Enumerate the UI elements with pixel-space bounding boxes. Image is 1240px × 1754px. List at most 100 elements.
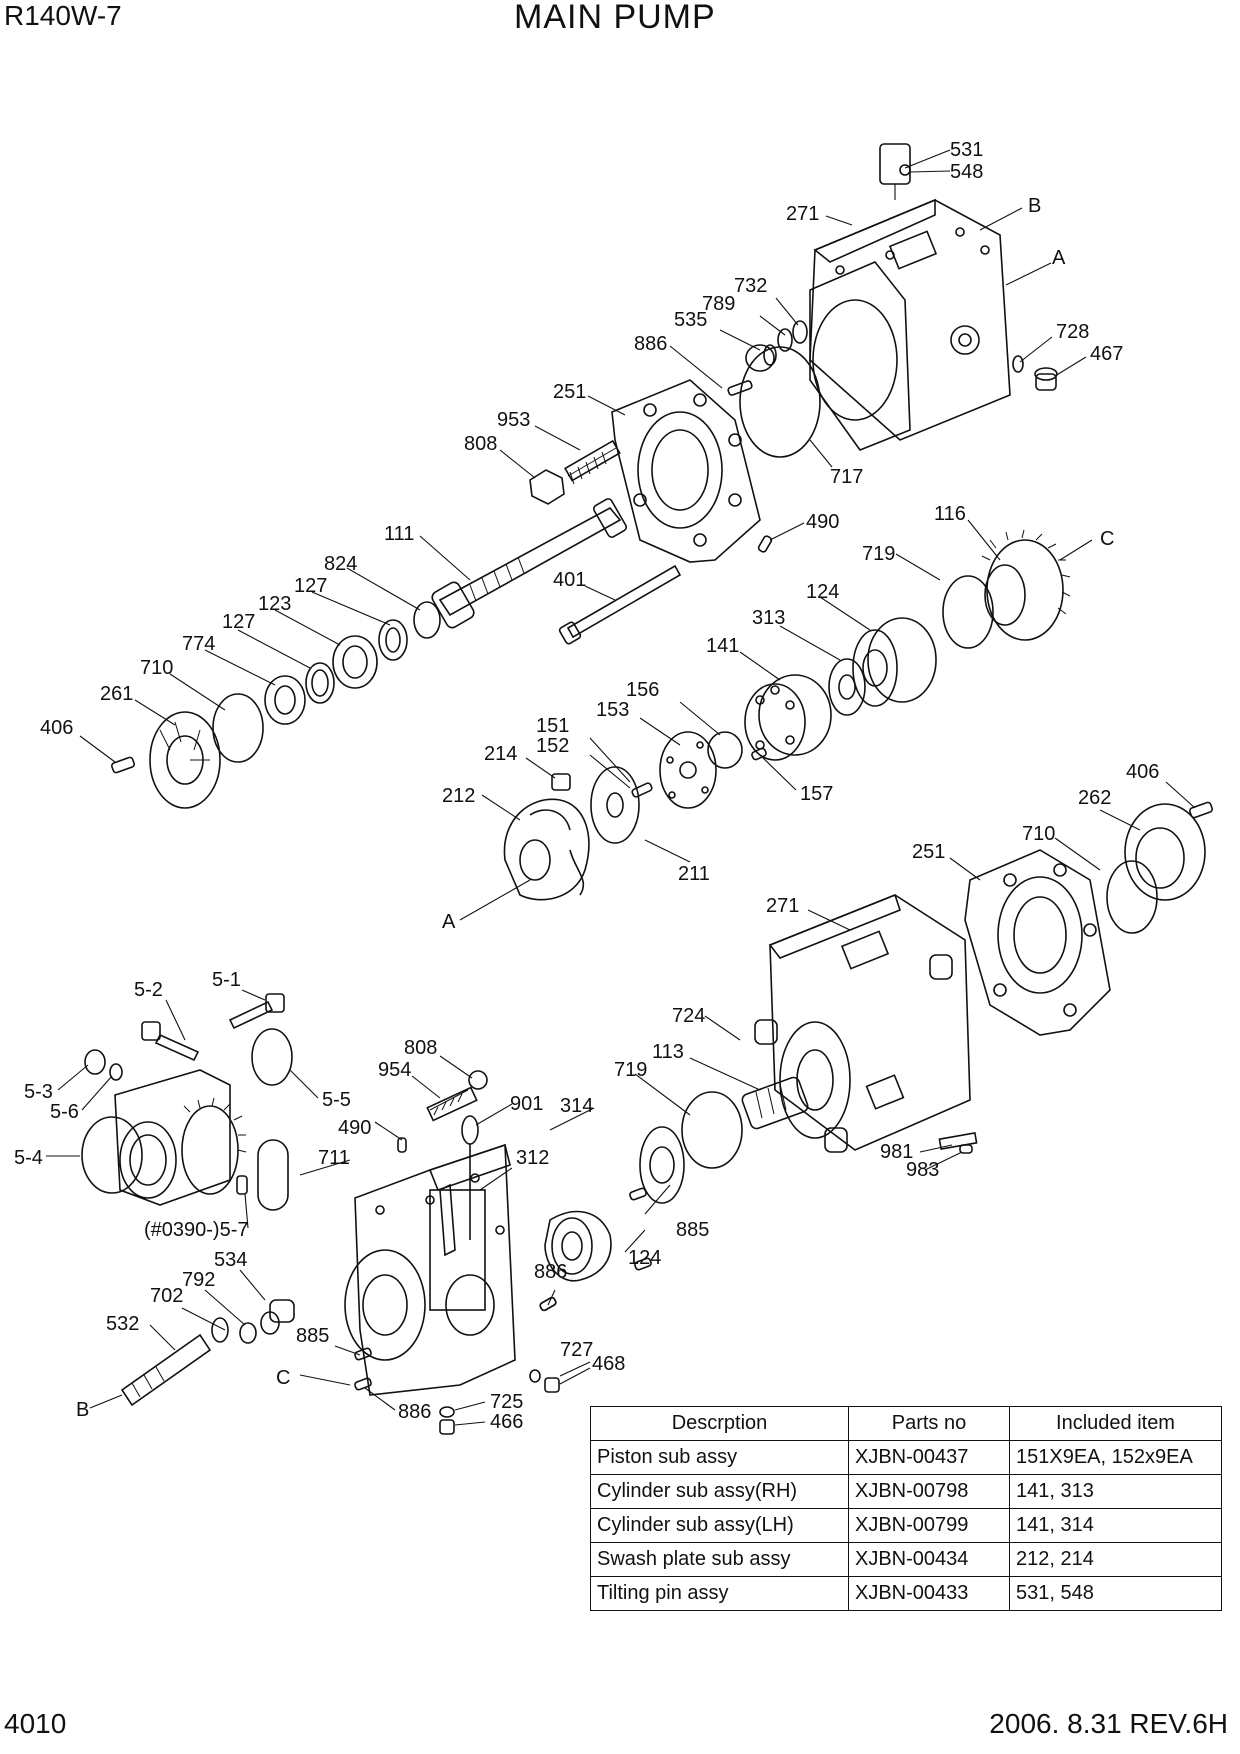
callout-label: 127 xyxy=(294,575,327,597)
callout-label: 468 xyxy=(592,1353,625,1375)
callout-label: 981 xyxy=(880,1141,913,1163)
drive-shaft-upper xyxy=(431,498,627,629)
pump-casing-lower xyxy=(754,893,971,1153)
callout-label: 262 xyxy=(1078,787,1111,809)
cover-plate-262 xyxy=(1106,801,1214,934)
callout-label: 401 xyxy=(553,569,586,591)
callout-label: 719 xyxy=(862,543,895,565)
callout-label: C xyxy=(276,1367,290,1389)
table-row: Cylinder sub assy(LH) XJBN-00799 141, 31… xyxy=(590,1508,1222,1543)
callout-label: 156 xyxy=(626,679,659,701)
seal-ring-parts xyxy=(745,320,1058,391)
row-description: Cylinder sub assy(RH) xyxy=(590,1474,849,1509)
callout-label: 808 xyxy=(464,433,497,455)
callout-label: 824 xyxy=(324,553,357,575)
row-description: Piston sub assy xyxy=(590,1440,849,1475)
model-code: R140W-7 xyxy=(4,0,122,31)
callout-label: 983 xyxy=(906,1159,939,1181)
callout-label: 724 xyxy=(672,1005,705,1027)
callout-label: 490 xyxy=(806,511,839,533)
callout-label: B xyxy=(1028,195,1041,217)
callout-label: 124 xyxy=(806,581,839,603)
callout-label: 717 xyxy=(830,466,863,488)
callout-label: 531 xyxy=(950,139,983,161)
row-included-item: 212, 214 xyxy=(1009,1542,1222,1577)
callout-label: 886 xyxy=(534,1261,567,1283)
cylinder-block-upper xyxy=(744,617,937,761)
callout-label: A xyxy=(442,911,456,933)
callout-label: 157 xyxy=(800,783,833,805)
valve-block-upper xyxy=(611,346,821,563)
callout-label: (#0390-)5-7 xyxy=(144,1219,249,1241)
tilting-pin-part xyxy=(879,143,911,200)
callout-label: 312 xyxy=(516,1147,549,1169)
row-included-item: 141, 313 xyxy=(1009,1474,1222,1509)
callout-label: 406 xyxy=(40,717,73,739)
callout-label: 548 xyxy=(950,161,983,183)
regulator-small-parts xyxy=(239,1070,560,1435)
callout-label: 5-3 xyxy=(24,1081,53,1103)
bolt-nut-upper xyxy=(529,439,621,505)
callout-label: 211 xyxy=(678,863,710,885)
callout-label: 467 xyxy=(1090,343,1123,365)
table-row: Piston sub assy XJBN-00437 151X9EA, 152x… xyxy=(590,1440,1222,1475)
callout-label: 153 xyxy=(596,699,629,721)
callout-label: 261 xyxy=(100,683,133,705)
regulator-body xyxy=(344,1143,516,1396)
column-header-description: Descrption xyxy=(590,1406,849,1441)
callout-label: 111 xyxy=(384,523,414,545)
row-parts-no: XJBN-00437 xyxy=(848,1440,1010,1475)
callout-label: 534 xyxy=(214,1249,247,1271)
callout-label: 123 xyxy=(258,593,291,615)
row-included-item: 151X9EA, 152x9EA xyxy=(1009,1440,1222,1475)
pin-532 xyxy=(120,1317,229,1407)
callout-label: 792 xyxy=(182,1269,215,1291)
column-header-included-item: Included item xyxy=(1009,1406,1222,1441)
table-header-row: Descrption Parts no Included item xyxy=(590,1406,1222,1441)
row-included-item: 141, 314 xyxy=(1009,1508,1222,1543)
page-number: 4010 xyxy=(4,1708,67,1739)
callout-label: A xyxy=(1052,247,1066,269)
swash-plate xyxy=(503,773,590,901)
row-parts-no: XJBN-00798 xyxy=(848,1474,1010,1509)
callout-label: 214 xyxy=(484,743,517,765)
callout-label: 711 xyxy=(318,1147,350,1169)
callout-label: 141 xyxy=(706,635,739,657)
bolt-parts-gear-pump xyxy=(84,993,293,1211)
callout-label: 490 xyxy=(338,1117,371,1139)
callout-label: 5-4 xyxy=(14,1147,43,1169)
callout-label: 271 xyxy=(766,895,799,917)
callout-labels: 531 548 271 B A 732 789 535 728 467 886 … xyxy=(14,139,1159,1433)
row-parts-no: XJBN-00799 xyxy=(848,1508,1010,1543)
callout-label: 271 xyxy=(786,203,819,225)
gear-pump-assembly xyxy=(81,1069,248,1206)
callout-label: 789 xyxy=(702,293,735,315)
table-row: Cylinder sub assy(RH) XJBN-00798 141, 31… xyxy=(590,1474,1222,1509)
revision-date: 2006. 8.31 REV.6H xyxy=(989,1708,1228,1739)
row-description: Swash plate sub assy xyxy=(590,1542,849,1577)
row-parts-no: XJBN-00434 xyxy=(848,1542,1010,1577)
callout-label: 954 xyxy=(378,1059,411,1081)
cylinder-block-lower xyxy=(539,1091,743,1312)
callout-label: 719 xyxy=(614,1059,647,1081)
callout-label: 406 xyxy=(1126,761,1159,783)
callout-label: 953 xyxy=(497,409,530,431)
pump-casing-upper xyxy=(809,198,1011,451)
plate-981 xyxy=(938,1132,978,1154)
page-title: MAIN PUMP xyxy=(514,0,716,36)
callout-label: 251 xyxy=(912,841,945,863)
callout-label: 808 xyxy=(404,1037,437,1059)
callout-label: 885 xyxy=(676,1219,709,1241)
callout-label: 725 xyxy=(490,1391,523,1413)
callout-label: 774 xyxy=(182,633,215,655)
callout-label: 5-6 xyxy=(50,1101,79,1123)
column-header-parts-no: Parts no xyxy=(848,1406,1010,1441)
callout-label: 314 xyxy=(560,1095,593,1117)
row-description: Cylinder sub assy(LH) xyxy=(590,1508,849,1543)
row-included-item: 531, 548 xyxy=(1009,1576,1222,1611)
retainer-parts xyxy=(590,731,743,844)
callout-label: 710 xyxy=(1022,823,1055,845)
callout-label: 466 xyxy=(490,1411,523,1433)
parts-table: Descrption Parts no Included item Piston… xyxy=(590,1406,1222,1611)
